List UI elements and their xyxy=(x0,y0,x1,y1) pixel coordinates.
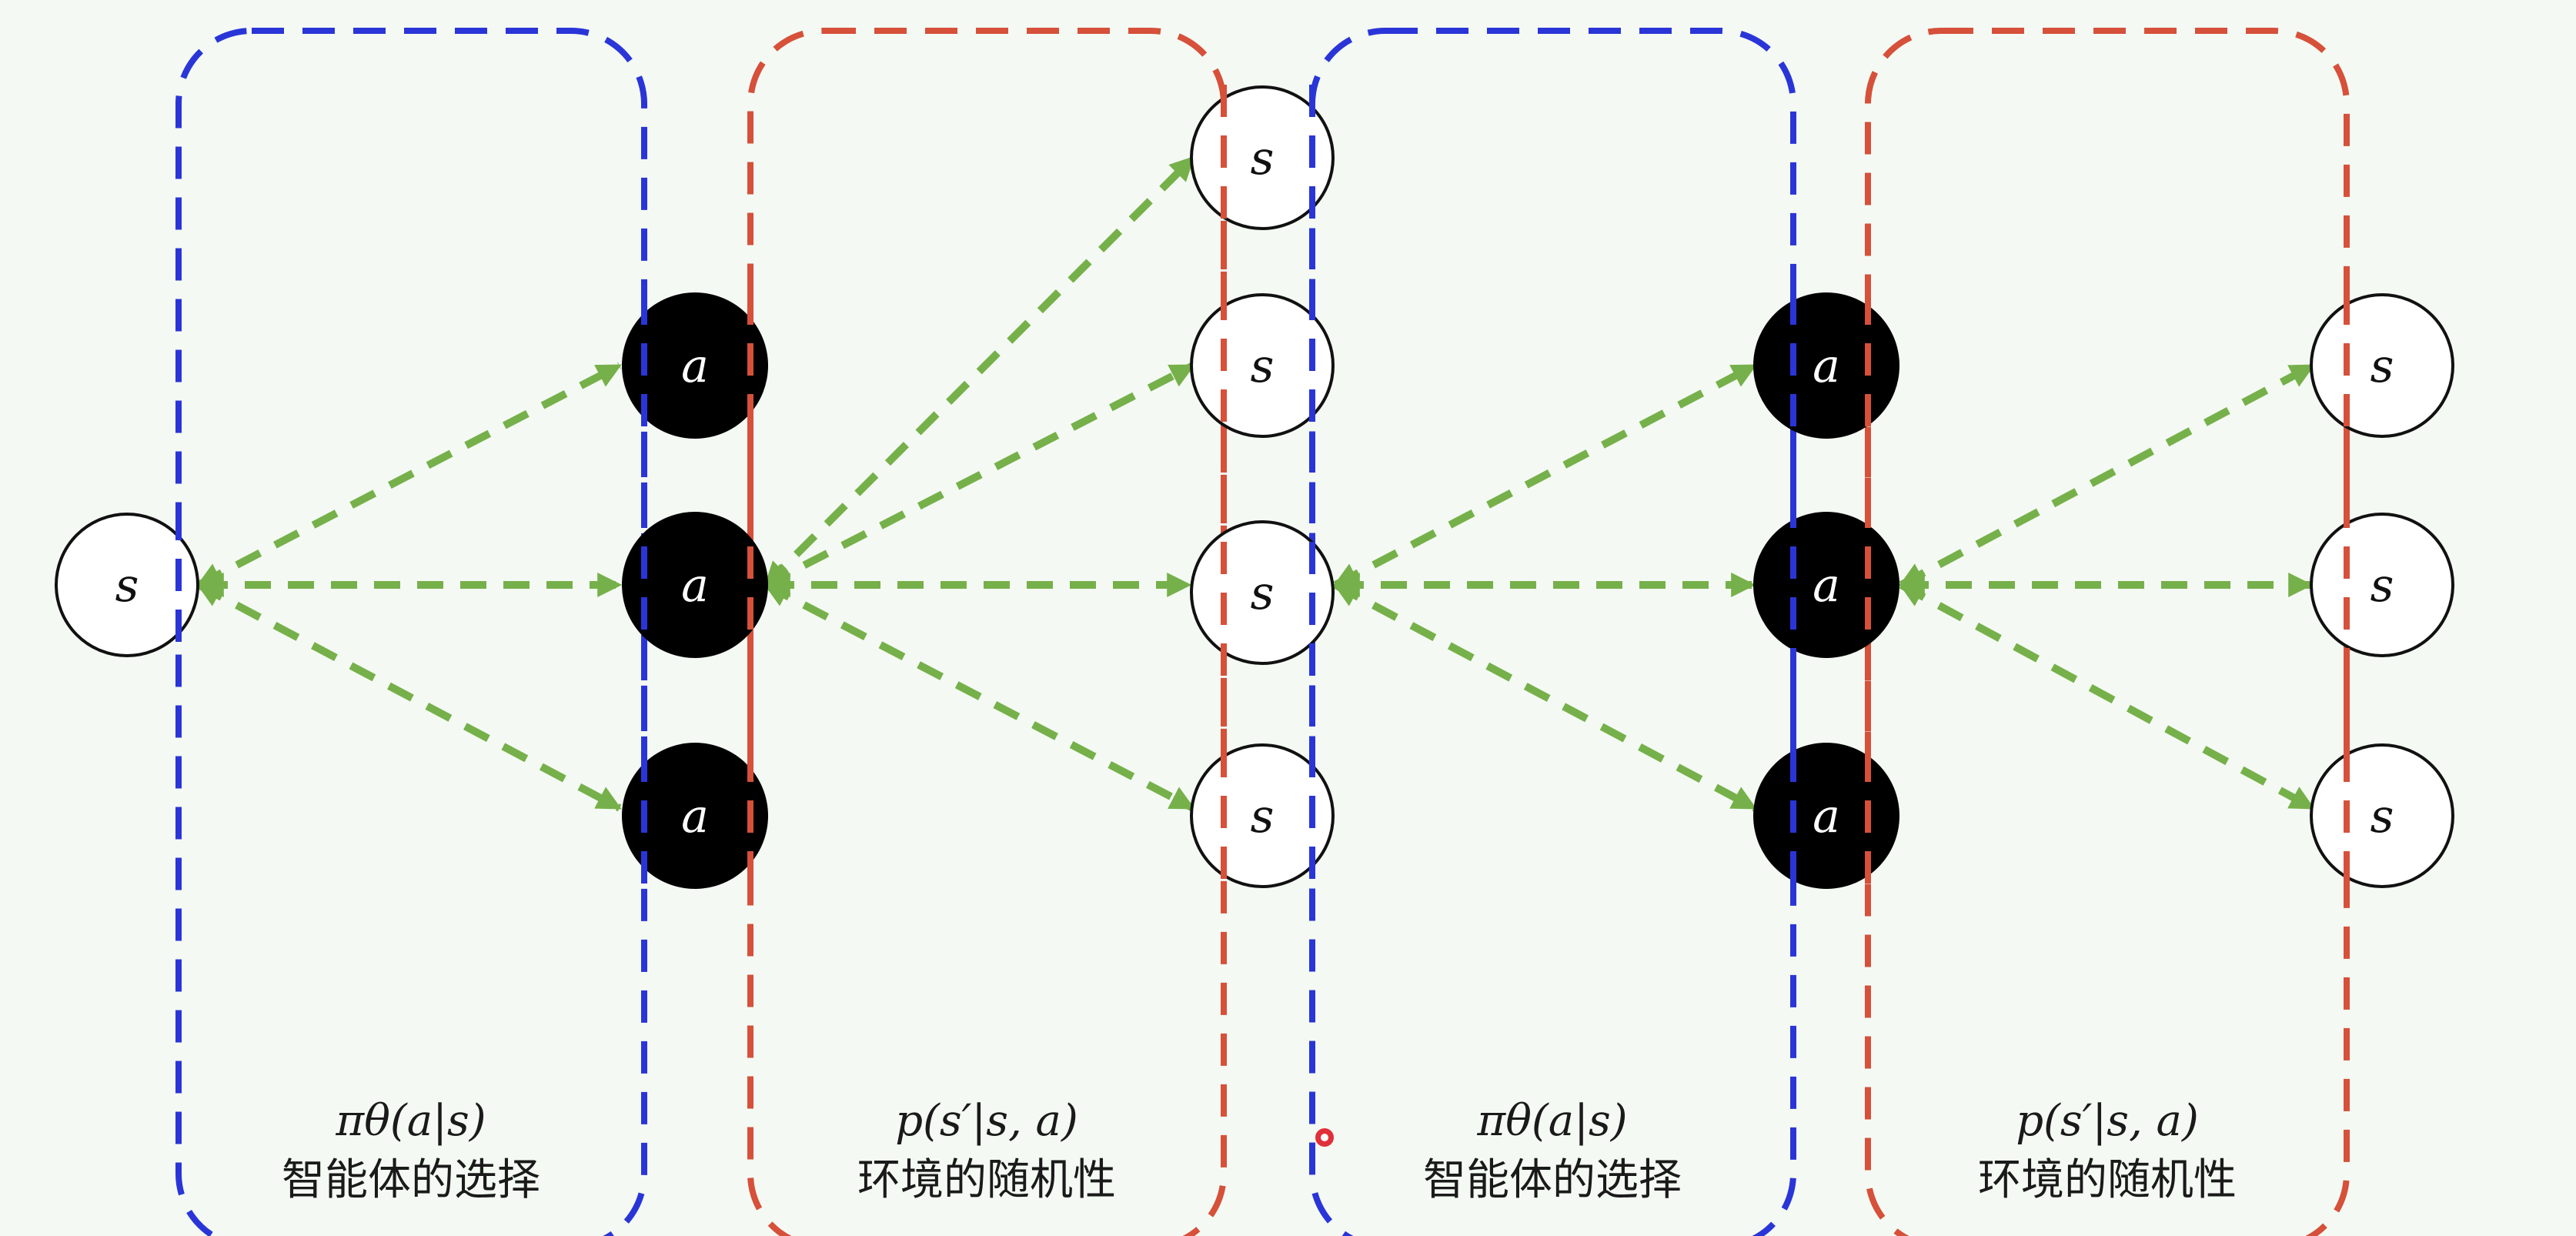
state-node-label: s xyxy=(1251,566,1275,620)
pointer-dot xyxy=(1315,1128,1334,1147)
state-node: s xyxy=(55,513,199,657)
action-node-label: a xyxy=(681,790,709,843)
panel-caption: 环境的随机性 xyxy=(1978,1155,2237,1205)
action-node: a xyxy=(622,743,768,889)
arrow-s0-to-a3 xyxy=(196,581,622,812)
action-node-label: a xyxy=(1813,339,1840,393)
panel-caption: 智能体的选择 xyxy=(1423,1155,1682,1205)
state-node: s xyxy=(2310,293,2454,438)
arrow-a2-to-s4 xyxy=(763,581,1195,812)
arrow-s3-to-a4 xyxy=(1333,362,1757,589)
state-node-label: s xyxy=(1251,132,1275,185)
arrow-s3-to-a6 xyxy=(1333,581,1757,812)
state-node-label: s xyxy=(2371,339,2394,393)
panel-formula: p(s′|s, a) xyxy=(895,1096,1078,1146)
action-node: a xyxy=(622,292,768,439)
state-node-label: s xyxy=(2371,790,2394,843)
state-node: s xyxy=(2310,513,2454,657)
action-nodes: a a a a a a xyxy=(622,292,1899,889)
transition-arrows xyxy=(196,155,2315,812)
env-panel-box-2 xyxy=(1865,28,2350,1236)
action-node: a xyxy=(622,512,768,658)
action-node-label: a xyxy=(1813,559,1840,613)
action-node-label: a xyxy=(681,339,709,393)
action-node: a xyxy=(1753,512,1899,658)
state-node-label: s xyxy=(2371,559,2394,613)
action-node: a xyxy=(1753,743,1899,889)
arrow-a5-to-s5 xyxy=(1899,362,2315,589)
action-node-label: a xyxy=(1813,790,1840,843)
panel-captions: πθ(a|s) 智能体的选择 p(s′|s, a) 环境的随机性 πθ(a|s)… xyxy=(282,1096,2237,1205)
panel-edge-overlaps xyxy=(175,85,2350,893)
arrow-a2-to-s1 xyxy=(763,155,1196,588)
panel-caption: 环境的随机性 xyxy=(857,1155,1116,1205)
arrow-s0-to-a1 xyxy=(196,362,622,589)
state-node-label: s xyxy=(115,559,139,613)
arrow-a2-to-s2 xyxy=(763,362,1195,589)
agent-panel-box-1 xyxy=(175,28,647,1236)
state-node: s xyxy=(2310,743,2454,888)
action-node: a xyxy=(1753,292,1899,439)
panel-formula: πθ(a|s) xyxy=(335,1096,486,1146)
agent-panel-box-2 xyxy=(1309,28,1796,1236)
action-node-label: a xyxy=(681,559,709,613)
panel-caption: 智能体的选择 xyxy=(282,1155,540,1205)
panel-formula: p(s′|s, a) xyxy=(2016,1096,2199,1146)
env-panel-box-1 xyxy=(747,28,1227,1236)
panel-formula: πθ(a|s) xyxy=(1476,1096,1627,1146)
state-node-label: s xyxy=(1251,339,1275,393)
state-node-label: s xyxy=(1251,790,1275,843)
arrow-a5-to-s7 xyxy=(1899,581,2315,812)
